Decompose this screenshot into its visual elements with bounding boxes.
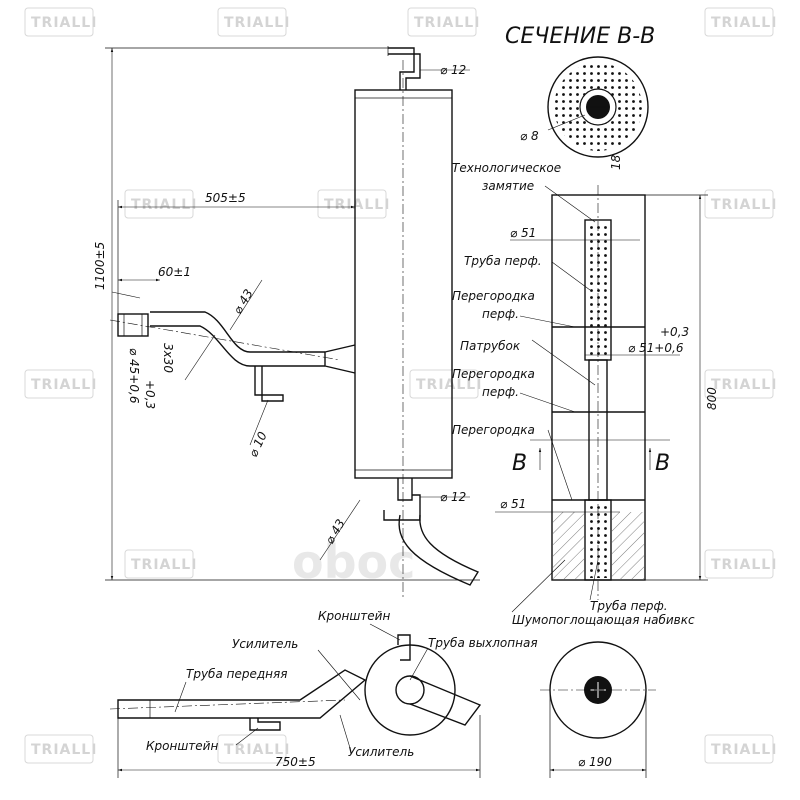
- bracket-lower: [249, 718, 281, 731]
- absorbent-left: [553, 512, 584, 579]
- dim-43-top: ⌀ 43: [230, 287, 255, 317]
- dim-hole-18: 18: [609, 154, 623, 170]
- section-circle: [547, 56, 649, 158]
- dim-190: ⌀ 190: [578, 755, 612, 769]
- label-baffle-perf-1: Перегородка: [452, 289, 535, 303]
- dim-1100: 1100±5: [93, 242, 107, 290]
- bottom-view: Кронштейн Усилитель Труба выхлопная Труб…: [109, 609, 656, 778]
- dim-45: ⌀ 45+0,6: [127, 348, 141, 404]
- section-title: СЕЧЕНИЕ В-В: [505, 24, 655, 49]
- dim-top-tube: ⌀ 12: [440, 63, 466, 77]
- dim-51-b: ⌀ 51+0,6: [628, 341, 684, 355]
- dim-3x30: 3x30: [161, 343, 175, 373]
- label-tech-closure-1: Технологическое: [452, 161, 561, 175]
- muffler-body: [354, 89, 453, 479]
- hanger: [254, 366, 284, 402]
- svg-text:TRIALLI: TRIALLI: [711, 377, 777, 393]
- label-perf-tube: Труба перф.: [464, 254, 542, 268]
- dim-bottom-tube: ⌀ 12: [440, 490, 466, 504]
- section-mark-left: В: [512, 451, 527, 476]
- outlet-pipe: [398, 514, 480, 586]
- oboc-logo: oboc: [292, 535, 415, 589]
- svg-text:TRIALLI: TRIALLI: [414, 15, 480, 31]
- label-baffle-perf-2: Перегородка: [452, 367, 535, 381]
- exhaust-pipe: [409, 675, 482, 726]
- svg-text:TRIALLI: TRIALLI: [131, 197, 197, 213]
- label-absorbent: Шумопоглощающая набивкс: [512, 613, 695, 627]
- svg-text:TRIALLI: TRIALLI: [711, 197, 777, 213]
- bracket-upper: [397, 634, 411, 661]
- label-reinforcement-top: Усилитель: [232, 637, 298, 651]
- dim-51-a: ⌀ 51: [510, 226, 536, 240]
- label-baffle: Перегородка: [452, 423, 535, 437]
- svg-text:TRIALLI: TRIALLI: [711, 742, 777, 758]
- section-view: СЕЧЕНИЕ В-В ⌀ 8 18: [505, 24, 655, 170]
- dim-800: 800: [705, 387, 719, 410]
- top-bracket: [388, 47, 415, 90]
- section-mark-right: В: [655, 451, 670, 476]
- svg-text:TRIALLI: TRIALLI: [711, 557, 777, 573]
- absorbent-right: [612, 512, 644, 579]
- label-baffle-perf-2b: перф.: [482, 385, 519, 399]
- dim-750: 750±5: [275, 755, 316, 769]
- inlet-pipe: [150, 311, 325, 353]
- dim-60: 60±1: [158, 265, 191, 279]
- dim-505: 505±5: [205, 191, 246, 205]
- svg-text:TRIALLI: TRIALLI: [131, 557, 197, 573]
- label-bracket-bottom: Кронштейн: [146, 739, 218, 753]
- label-baffle-perf-1b: перф.: [482, 307, 519, 321]
- svg-text:TRIALLI: TRIALLI: [31, 15, 97, 31]
- main-view: ⌀ 12 1100±5 505±5 60±1 ⌀ 43 ⌀ 45+0,6: [93, 46, 480, 600]
- dim-tol-03: +0,3: [143, 380, 157, 409]
- svg-text:TRIALLI: TRIALLI: [224, 742, 290, 758]
- label-perf-tube-bottom: Труба перф.: [590, 599, 668, 613]
- svg-text:TRIALLI: TRIALLI: [416, 377, 482, 393]
- dim-tol-51b: +0,3: [660, 325, 689, 339]
- dim-hole-8: ⌀ 8: [520, 129, 539, 143]
- svg-text:TRIALLI: TRIALLI: [324, 197, 390, 213]
- svg-text:TRIALLI: TRIALLI: [711, 15, 777, 31]
- dim-51-c: ⌀ 51: [500, 497, 526, 511]
- label-reinforcement-bottom: Усилитель: [348, 745, 414, 759]
- inlet-flange: [117, 313, 149, 337]
- label-tech-closure-2: замятие: [482, 179, 534, 193]
- longitudinal-section: В В 800 ⌀ 51 ⌀ 51+0,6 +0,3 ⌀ 51 Технолог…: [452, 161, 719, 627]
- label-exhaust-pipe: Труба выхлопная: [428, 636, 538, 650]
- label-front-pipe: Труба передняя: [186, 667, 287, 681]
- inlet-cone: [324, 344, 356, 374]
- bottom-bracket: [397, 478, 413, 501]
- label-branch-pipe: Патрубок: [460, 339, 521, 353]
- svg-text:TRIALLI: TRIALLI: [31, 377, 97, 393]
- label-bracket-top: Кронштейн: [318, 609, 390, 623]
- dim-10: ⌀ 10: [246, 429, 270, 459]
- perf-tube-bottom: [584, 499, 612, 581]
- svg-text:TRIALLI: TRIALLI: [31, 742, 97, 758]
- svg-text:TRIALLI: TRIALLI: [224, 15, 290, 31]
